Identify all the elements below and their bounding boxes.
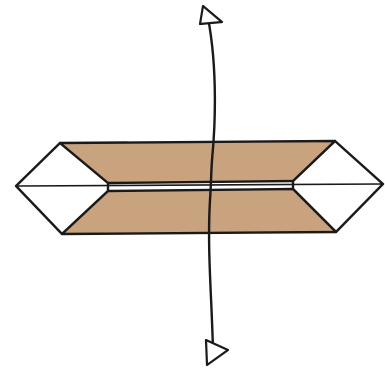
fold-arrow-head-top: [200, 6, 222, 24]
paper-model: [16, 141, 383, 234]
fold-arrow-head-bottom: [206, 340, 228, 365]
bottom-colored-panel: [62, 189, 336, 234]
top-colored-panel: [60, 141, 335, 183]
